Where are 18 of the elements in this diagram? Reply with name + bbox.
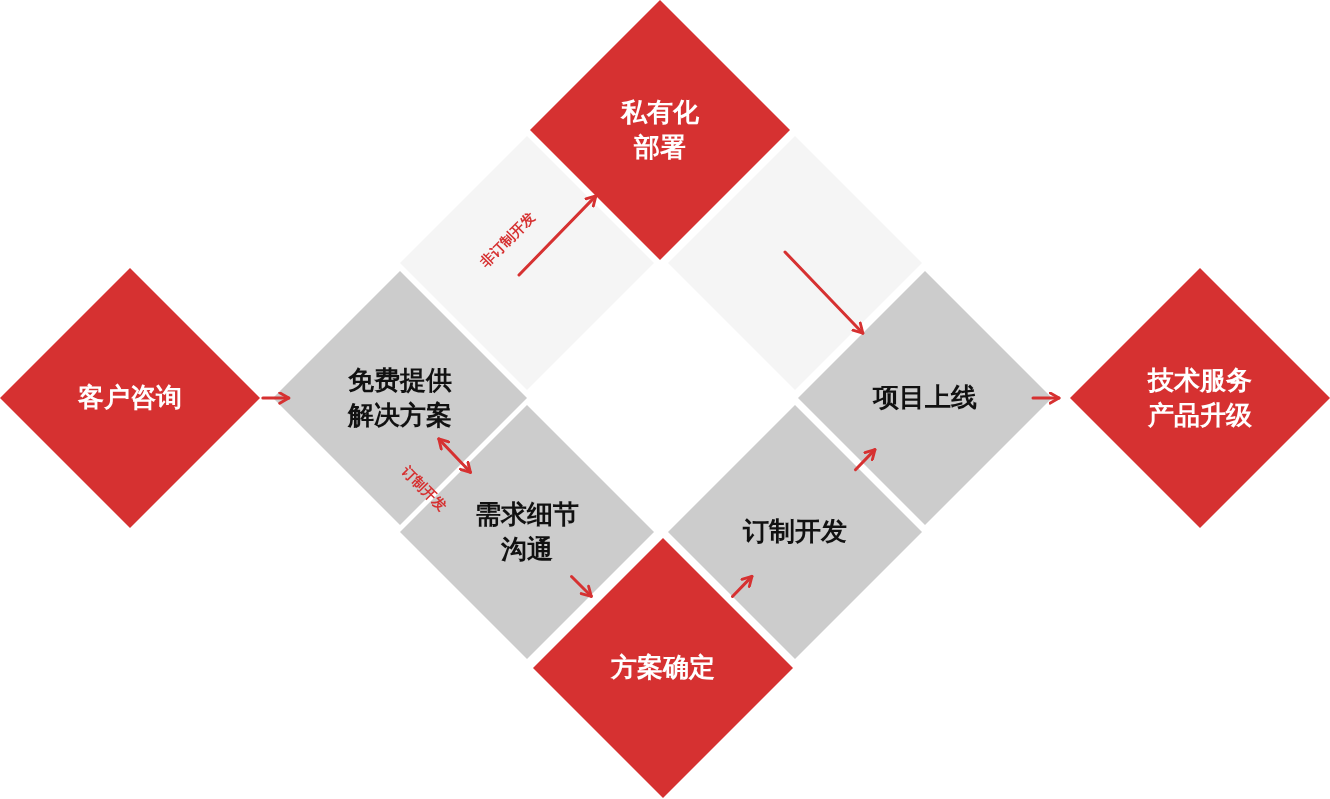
- edge-label: 订制开发: [398, 462, 451, 516]
- node-label: 订制开发: [741, 515, 848, 549]
- node-label: 方案确定: [610, 651, 716, 685]
- arrow: [570, 575, 593, 598]
- arrow: [437, 437, 472, 474]
- edge-label: 非订制开发: [476, 208, 539, 272]
- arrow: [853, 448, 877, 472]
- arrow: [730, 574, 754, 598]
- node-label: 免费提供解决方案: [346, 363, 453, 432]
- arrow: [783, 250, 865, 335]
- arrow: [261, 391, 291, 405]
- arrow: [1031, 391, 1061, 405]
- node-label: 私有化部署: [619, 95, 700, 164]
- node-label: 项目上线: [871, 381, 978, 415]
- arrow: [517, 194, 598, 277]
- node-label: 技术服务产品升级: [1146, 363, 1253, 432]
- node-label: 需求细节沟通: [474, 497, 580, 566]
- node-label: 客户咨询: [77, 381, 183, 415]
